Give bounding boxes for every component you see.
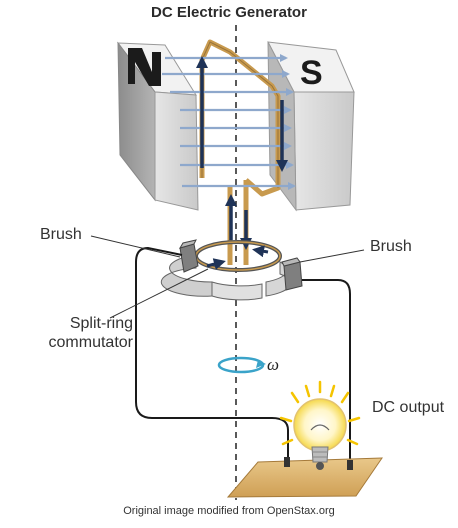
north-magnet [116,41,199,211]
brush-right-block [281,257,303,291]
image-credit: Original image modified from OpenStax.or… [123,505,335,517]
brush-left-block [178,239,199,273]
brush-left-label: Brush [40,226,82,243]
south-magnet: S [267,41,355,212]
terminal-left [284,457,290,467]
terminal-right [347,460,353,470]
omega-symbol: ω [267,355,280,374]
south-letter: S [300,54,323,92]
current-arrows [196,56,288,250]
circuit-wires [135,246,351,465]
split-ring-label: Split-ring commutator [48,315,133,351]
armature-coil [199,39,281,265]
rotation-direction [217,356,266,374]
magnetic-field-lines [162,54,296,190]
leader-lines [90,235,365,319]
dc-output-label: DC output [372,399,445,416]
diagram-title: DC Electric Generator [151,4,307,21]
brush-right-label: Brush [370,238,412,255]
north-letter [128,48,161,86]
dc-output-bulb [226,380,383,498]
